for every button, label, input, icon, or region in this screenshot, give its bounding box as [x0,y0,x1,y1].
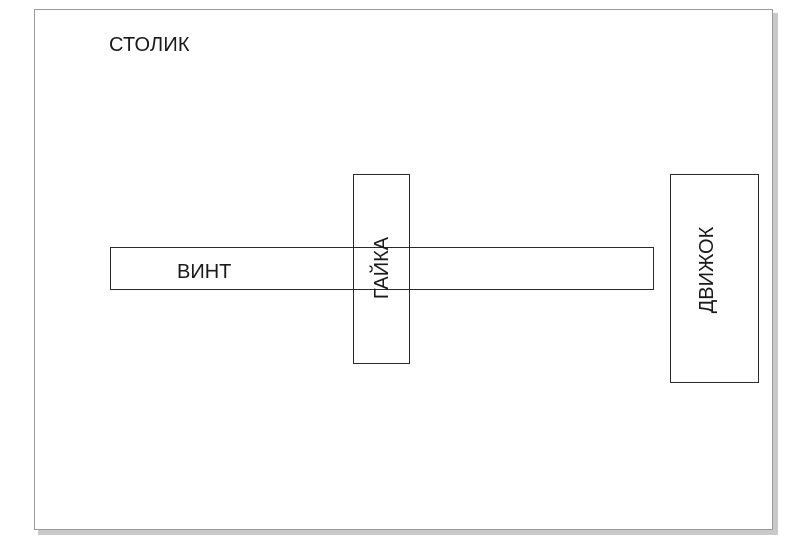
nut-box [353,174,410,364]
motor-box [670,174,759,383]
page-frame [34,9,773,530]
diagram-title: СТОЛИК [109,34,190,56]
screw-label: ВИНТ [177,261,232,283]
motor-label: ДВИЖОК [696,226,718,314]
screw-box [110,247,654,290]
nut-label: ГАЙКА [371,236,393,300]
